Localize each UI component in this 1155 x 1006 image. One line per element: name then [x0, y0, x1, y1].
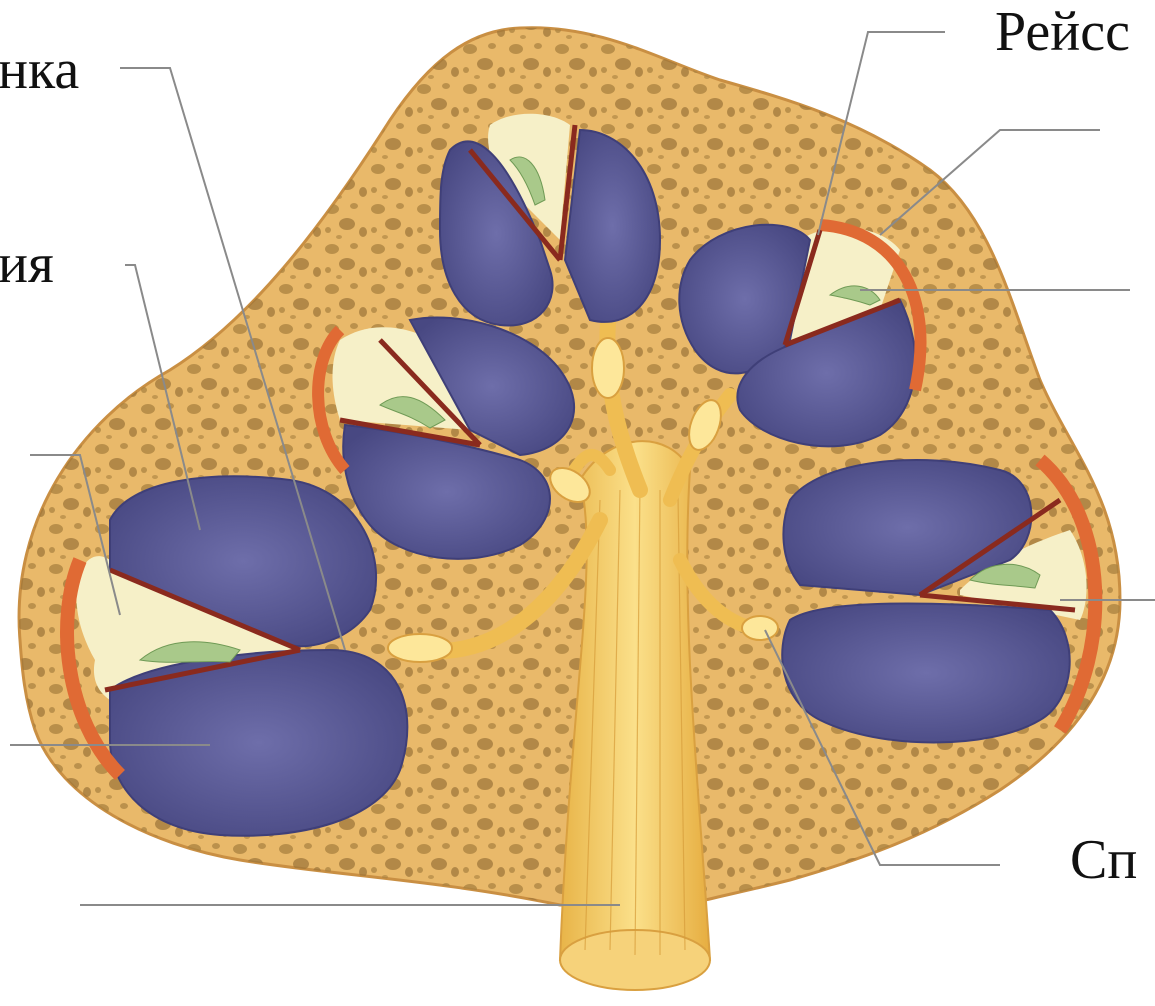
label-top-left: нка	[0, 39, 79, 101]
label-middle-left: ия	[0, 233, 54, 295]
label-top-right: Рейсс	[995, 1, 1130, 63]
label-bottom-right: Сп	[1070, 829, 1137, 891]
